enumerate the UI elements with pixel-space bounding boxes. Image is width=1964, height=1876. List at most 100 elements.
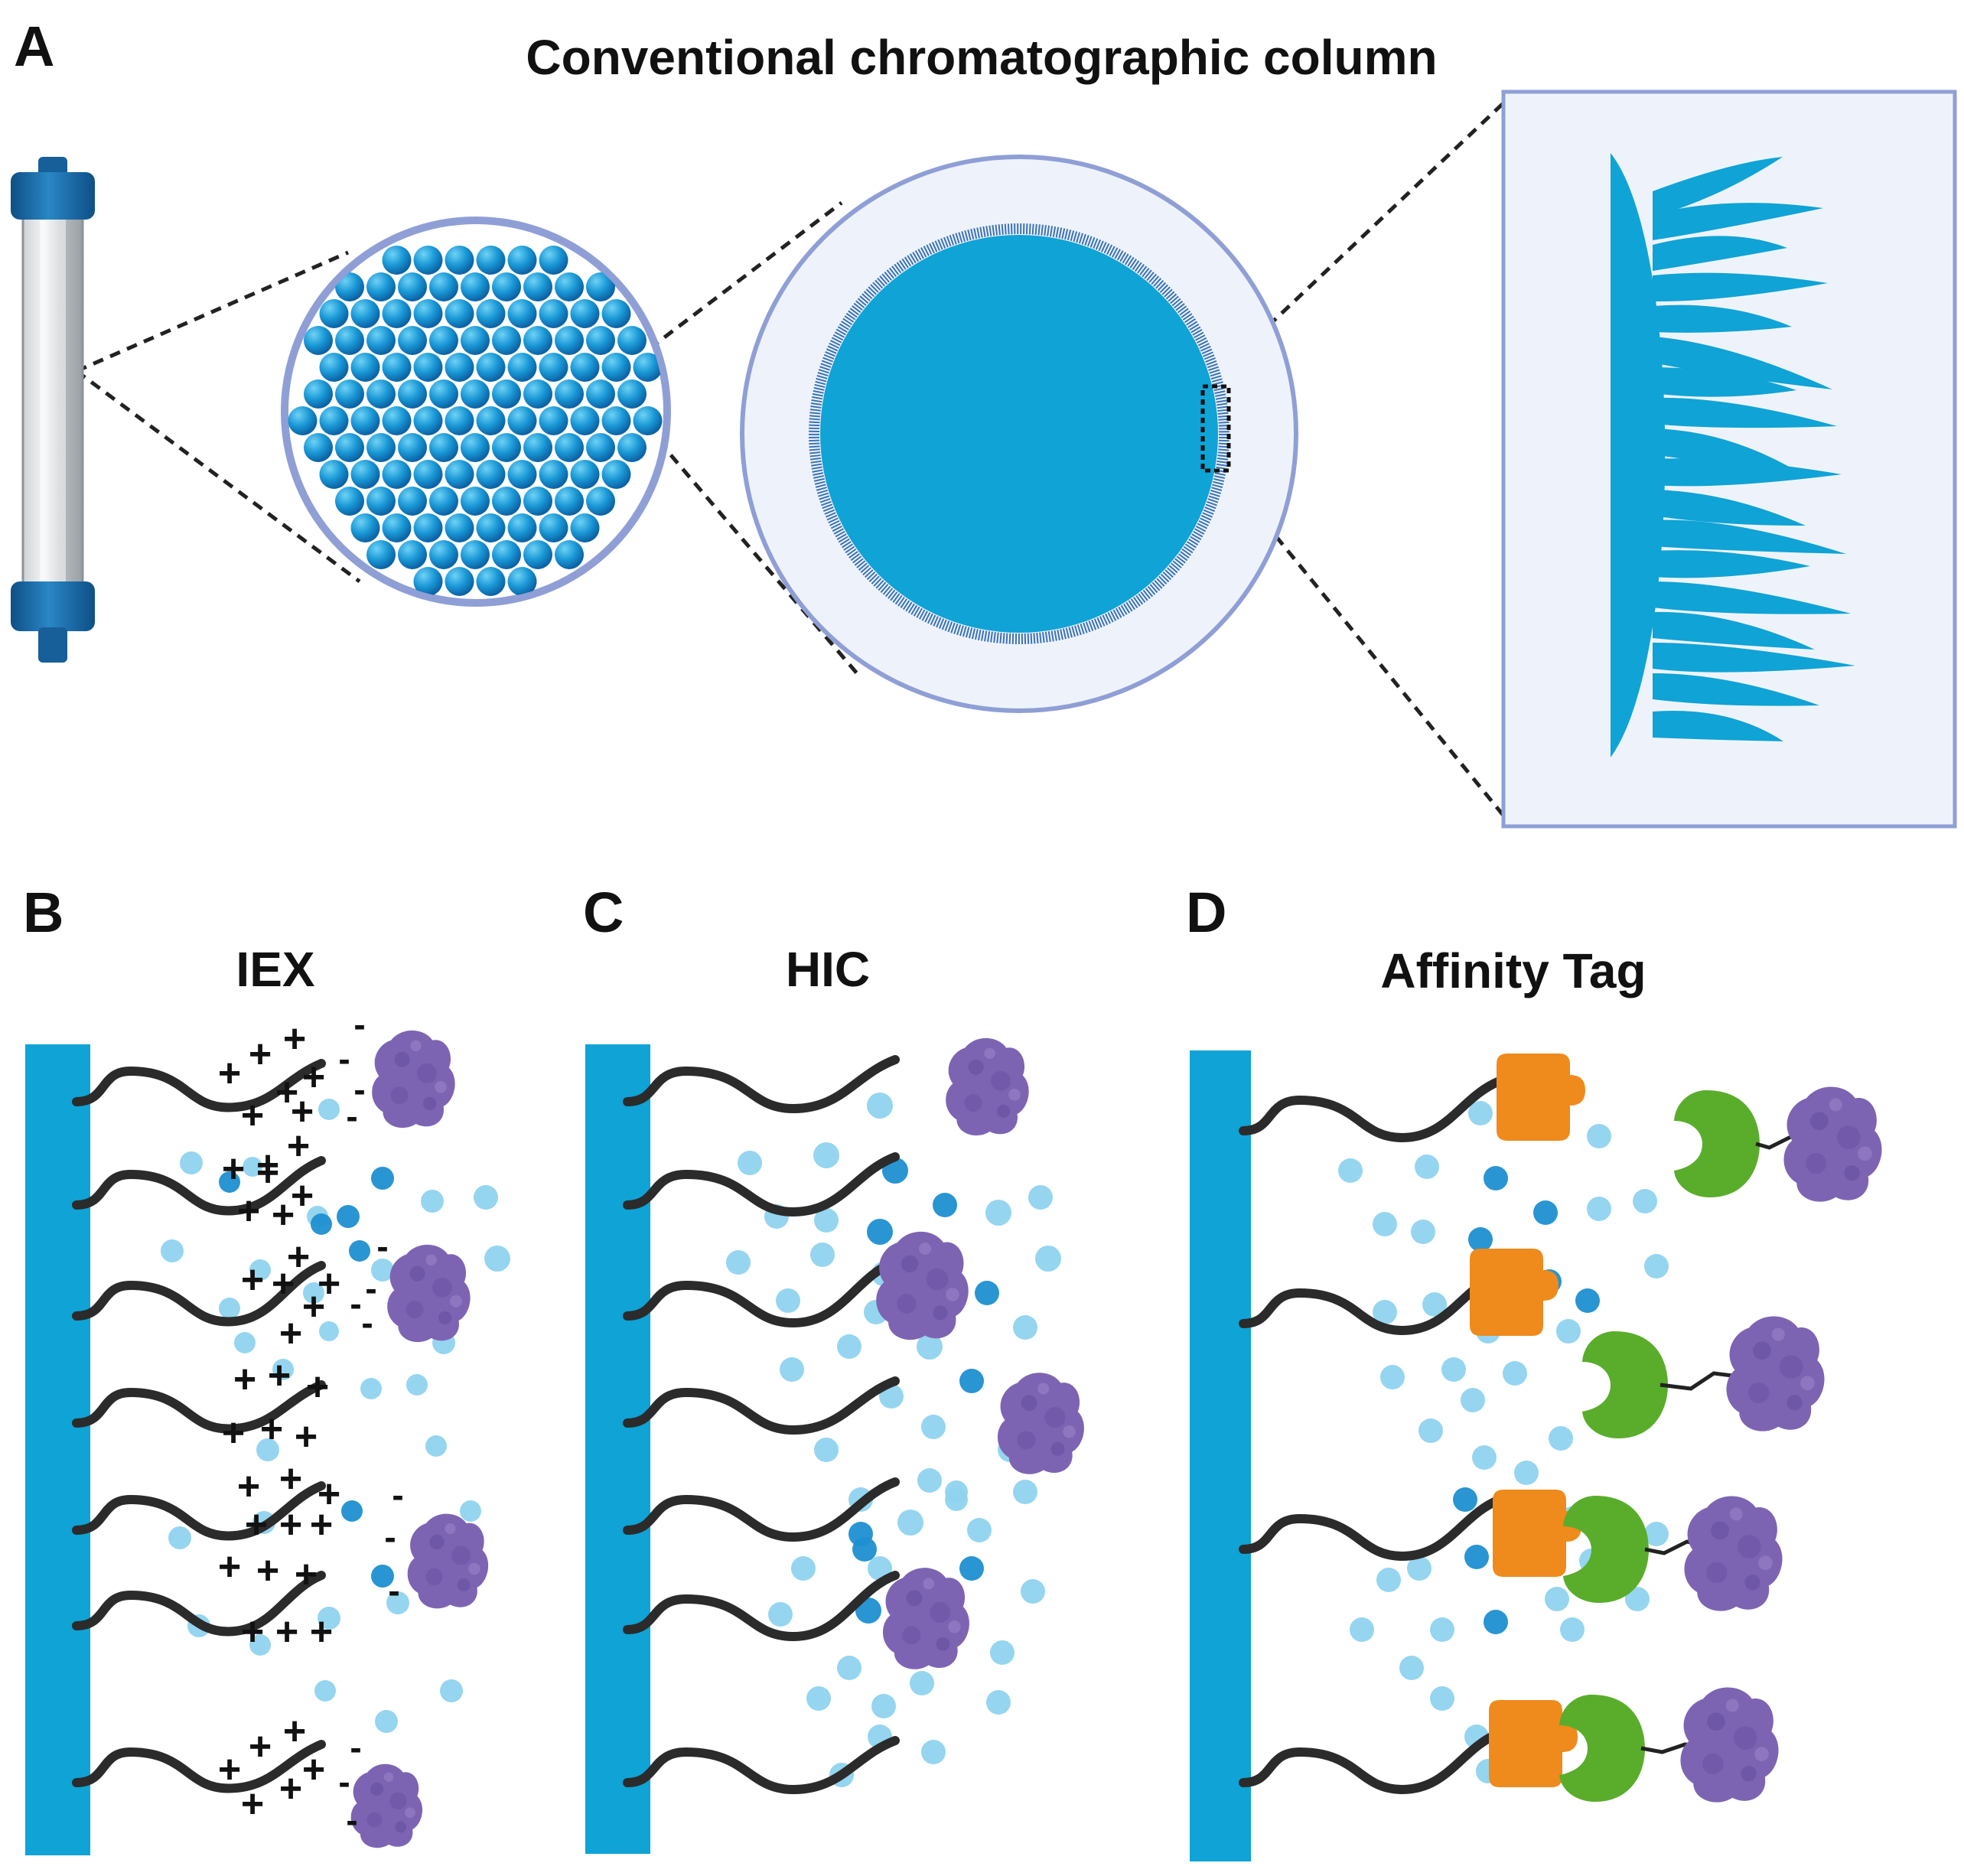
bead (398, 272, 427, 301)
bead (382, 246, 412, 275)
zoom-line (75, 250, 350, 373)
bead (523, 379, 552, 409)
bead (429, 379, 458, 409)
positive-charge: + (279, 1311, 302, 1356)
bead (570, 460, 600, 489)
negative-charge: - (388, 1571, 399, 1611)
bead (461, 487, 490, 516)
salt-ion-dark (1464, 1545, 1489, 1569)
affinity-ligand (1239, 1728, 1504, 1795)
salt-ion-light (1399, 1656, 1424, 1680)
salt-ion-light (921, 1415, 946, 1439)
bead (555, 272, 584, 301)
bead (366, 326, 396, 355)
target-protein (882, 1568, 969, 1669)
salt-ion-light (243, 1157, 262, 1177)
bead (461, 326, 490, 355)
binder-protein (1559, 1695, 1645, 1802)
bead (335, 433, 364, 462)
target-protein (407, 1513, 489, 1609)
resin-bar (585, 1044, 650, 1854)
hic-ligand (623, 1257, 900, 1328)
positive-charge: + (260, 1407, 283, 1451)
salt-ion-light (1430, 1617, 1454, 1642)
positive-charge: + (291, 1174, 314, 1218)
bead (304, 379, 333, 409)
bead (366, 487, 396, 516)
ligand-frond (1653, 458, 1842, 487)
bead (429, 272, 458, 301)
salt-ion-light (1587, 1124, 1611, 1148)
salt-ion-light (814, 1208, 839, 1233)
bead (350, 513, 380, 542)
surface-arc (1611, 153, 1666, 757)
ligand-frond (1653, 305, 1792, 333)
bead (586, 433, 615, 462)
bead (507, 353, 537, 382)
positive-charge: + (256, 1549, 279, 1593)
affinity-tag (1470, 1249, 1558, 1336)
salt-ion-light (1028, 1185, 1053, 1210)
salt-ion-dark (1533, 1200, 1558, 1225)
bead (586, 326, 615, 355)
salt-ion-dark (371, 1167, 394, 1190)
bead (335, 326, 364, 355)
salt-ion-light (180, 1151, 203, 1174)
salt-ion-light (1376, 1568, 1401, 1592)
bead (555, 433, 584, 462)
bead (633, 406, 663, 435)
iex-ligand (72, 1380, 326, 1434)
salt-ion-light (460, 1500, 481, 1522)
positive-charge: + (222, 1411, 245, 1455)
bead (507, 460, 537, 489)
salt-ion-light (985, 1200, 1011, 1226)
bead (304, 326, 333, 355)
salt-ion-light (776, 1288, 800, 1313)
bead (492, 326, 521, 355)
bead (492, 272, 521, 301)
bead-core (820, 235, 1218, 633)
salt-ion-light (219, 1298, 240, 1319)
target-protein (372, 1030, 455, 1129)
bead (523, 540, 552, 569)
affinity-tag-group (1497, 1054, 1585, 1141)
target-protein (876, 1231, 969, 1340)
salt-ion-light (440, 1679, 463, 1702)
negative-charge: - (365, 1269, 376, 1308)
positive-charge: + (233, 1357, 256, 1402)
target-protein (387, 1244, 471, 1343)
negative-charge: - (392, 1475, 403, 1515)
salt-ion-dark (311, 1213, 332, 1235)
ligand-frond (1653, 581, 1851, 614)
ligand-frond (1653, 710, 1783, 741)
salt-ion-light (910, 1671, 934, 1695)
bead (335, 487, 364, 516)
salt-ion-dark (337, 1205, 360, 1228)
salt-ion-dark (1468, 1227, 1493, 1252)
salt-ion-light (867, 1093, 893, 1119)
salt-ion-light (837, 1334, 861, 1359)
salt-ion-light (1461, 1388, 1485, 1412)
salt-ion-light (1013, 1315, 1037, 1340)
salt-ion-light (1407, 1556, 1431, 1581)
bead (539, 353, 568, 382)
salt-ion-light (1549, 1426, 1573, 1451)
bead (445, 460, 474, 489)
ligand-frond (1653, 203, 1823, 240)
salt-ion-light (234, 1332, 256, 1353)
positive-charge: + (279, 1503, 302, 1547)
bead (601, 299, 631, 328)
salt-ion-light (1472, 1445, 1497, 1470)
bead (319, 299, 349, 328)
salt-ion-light (1556, 1319, 1581, 1343)
salt-ion-light (768, 1602, 793, 1627)
panel-d-letter: D (1186, 881, 1227, 944)
affinity-tag (1493, 1490, 1581, 1577)
affinity-ligand (1239, 1076, 1504, 1143)
hic-ligand (623, 1055, 900, 1114)
bead (429, 487, 458, 516)
panel-b-title: IEX (236, 942, 315, 997)
positive-charge: + (218, 1545, 241, 1589)
bead (398, 326, 427, 355)
